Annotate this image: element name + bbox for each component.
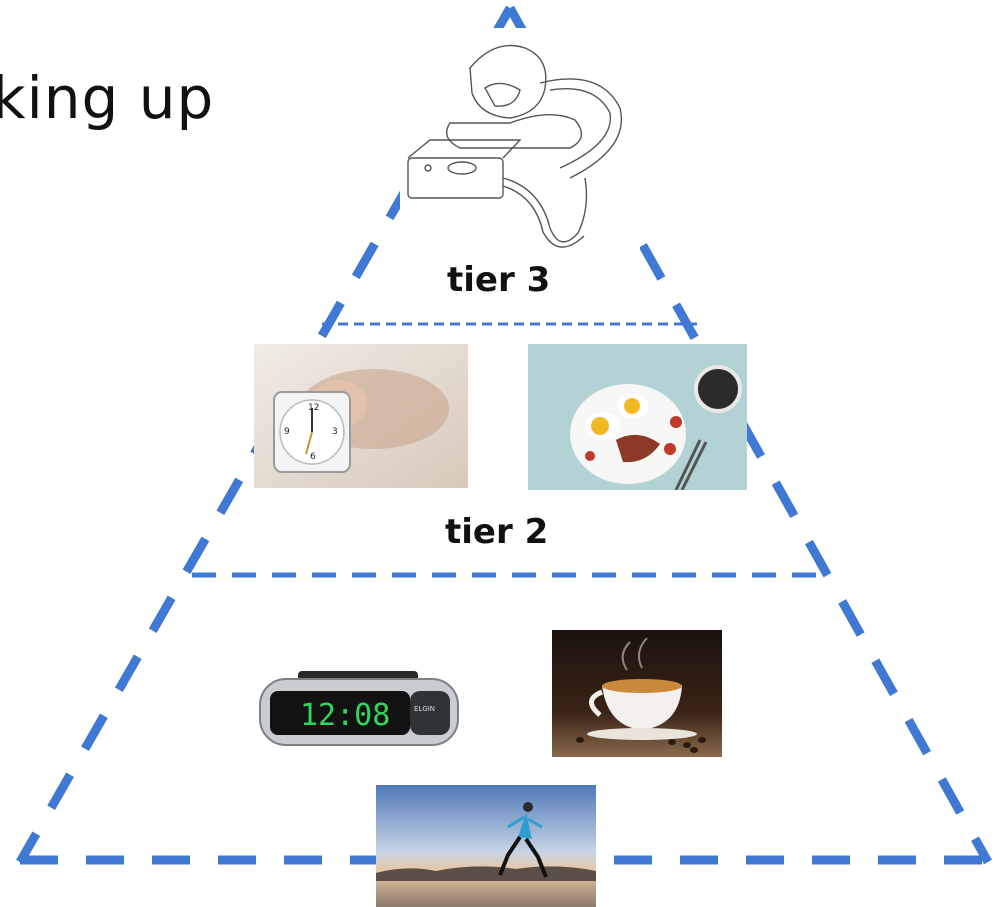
snooze-alarm-image: 12 3 6 9 xyxy=(254,344,468,488)
clock-brand: ELGIN xyxy=(414,705,435,713)
svg-text:3: 3 xyxy=(332,427,338,437)
svg-text:12: 12 xyxy=(308,403,319,413)
coffee-cup-icon xyxy=(552,630,722,757)
digital-clock-image: 12:08 ELGIN xyxy=(258,665,460,749)
page-title: king up xyxy=(0,64,214,132)
tier3-label: tier 3 xyxy=(447,260,550,300)
clock-time: 12:08 xyxy=(300,698,390,733)
svg-text:9: 9 xyxy=(284,427,290,437)
tier2-label: tier 2 xyxy=(445,512,548,552)
coffee-image xyxy=(552,630,722,757)
cpap-image xyxy=(400,28,640,258)
breakfast-plate-icon xyxy=(528,344,747,490)
runner-image xyxy=(376,785,596,907)
analog-alarm-clock-icon: 12 3 6 9 xyxy=(254,344,468,488)
digital-clock-icon: 12:08 ELGIN xyxy=(258,665,460,749)
svg-text:6: 6 xyxy=(310,452,316,462)
breakfast-image xyxy=(528,344,747,490)
cpap-machine-icon xyxy=(400,28,640,258)
runner-icon xyxy=(376,785,596,907)
